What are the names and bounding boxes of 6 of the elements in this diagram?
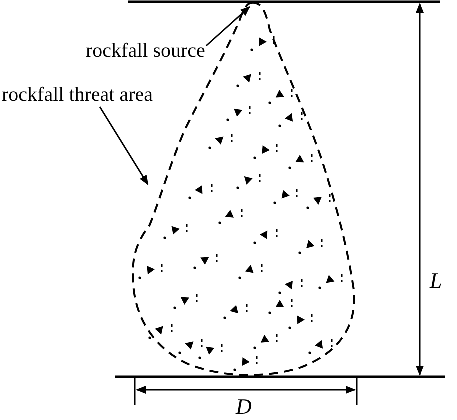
leader-line — [206, 6, 250, 47]
dimension-label: L — [430, 270, 442, 292]
leader-line — [99, 106, 149, 186]
dimension-label: D — [236, 396, 252, 418]
callout-text: rockfall threat area — [2, 84, 154, 106]
callout-text: rockfall source — [86, 40, 206, 62]
